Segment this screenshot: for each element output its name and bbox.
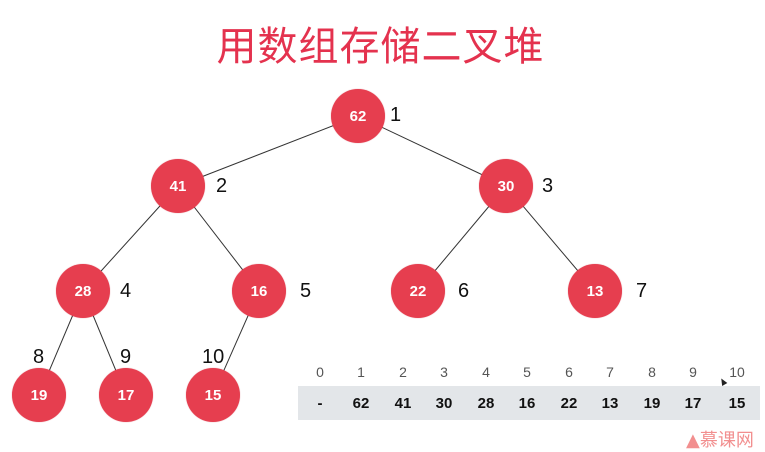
array-value: 17: [684, 395, 702, 412]
heap-node-1: 62: [331, 89, 385, 143]
array-index: 3: [440, 364, 448, 380]
node-value: 22: [409, 282, 427, 300]
array-value: -: [317, 395, 323, 412]
node-index-6: 6: [458, 280, 470, 302]
array-index: 7: [606, 364, 614, 380]
heap-node-6: 22: [391, 264, 445, 318]
heap-node-3: 30: [479, 159, 533, 213]
heap-node-4: 28: [56, 264, 110, 318]
node-value: 13: [586, 282, 604, 300]
heap-node-9: 17: [99, 368, 153, 422]
array-index: 4: [482, 364, 490, 380]
node-index-7: 7: [636, 280, 648, 302]
node-index-5: 5: [300, 280, 312, 302]
array-value: 19: [643, 395, 661, 412]
node-index-3: 3: [542, 175, 554, 197]
node-value: 16: [250, 282, 268, 300]
node-index-8: 8: [33, 346, 45, 368]
array-value: 13: [601, 395, 619, 412]
array-index: 2: [399, 364, 407, 380]
watermark-logo: ▲慕课网: [686, 426, 754, 452]
node-index-10: 10: [202, 346, 225, 368]
array-value: 22: [560, 395, 578, 412]
node-value: 30: [497, 177, 515, 195]
node-index-9: 9: [120, 346, 132, 368]
node-value: 28: [74, 282, 92, 300]
page-title: 用数组存储二叉堆: [0, 14, 765, 72]
heap-node-10: 15: [186, 368, 240, 422]
node-value: 62: [349, 107, 367, 125]
array-index: 6: [565, 364, 573, 380]
flame-icon: ▲: [686, 430, 700, 451]
node-index-2: 2: [216, 175, 228, 197]
node-value: 15: [204, 386, 222, 404]
array-index: 8: [648, 364, 656, 380]
array-value: 62: [352, 395, 370, 412]
array-index: 5: [523, 364, 531, 380]
array-value: 16: [518, 395, 536, 412]
heap-node-7: 13: [568, 264, 622, 318]
node-value: 17: [117, 386, 135, 404]
node-value: 41: [169, 177, 187, 195]
array-index: 0: [316, 364, 324, 380]
node-index-4: 4: [120, 280, 132, 302]
array-value: 41: [394, 395, 412, 412]
heap-node-2: 41: [151, 159, 205, 213]
heap-node-8: 19: [12, 368, 66, 422]
array-index: 9: [689, 364, 697, 380]
array-index: 10: [729, 364, 745, 380]
node-value: 19: [30, 386, 48, 404]
array-value: 15: [728, 395, 746, 412]
array-index: 1: [357, 364, 365, 380]
watermark-text: 慕课网: [699, 430, 754, 451]
array-strip: [298, 386, 760, 420]
array-value: 28: [477, 395, 495, 412]
node-index-1: 1: [390, 104, 402, 126]
title-text: 用数组存储二叉堆: [216, 24, 545, 70]
array-value: 30: [435, 395, 453, 412]
heap-node-5: 16: [232, 264, 286, 318]
